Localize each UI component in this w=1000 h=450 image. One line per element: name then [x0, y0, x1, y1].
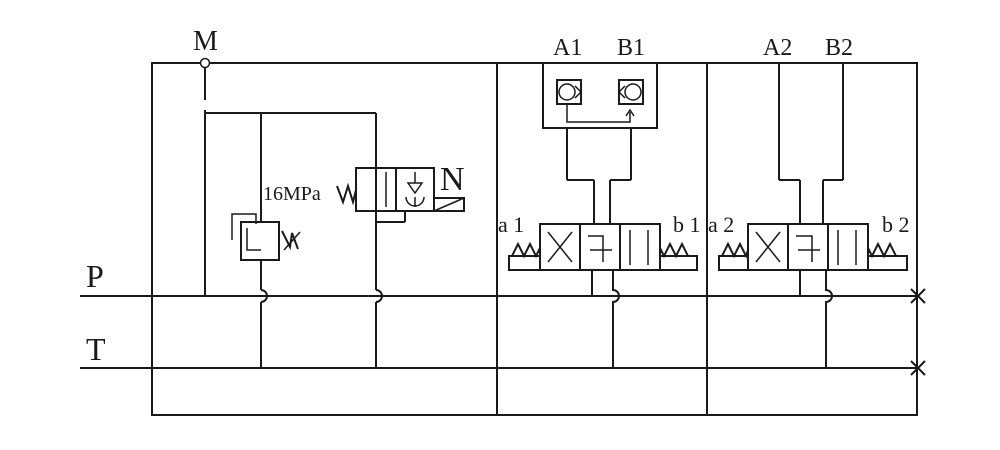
solenoid-valve-n [336, 167, 465, 212]
tank-main-line [80, 360, 926, 376]
solenoid-b1-label: b 1 [673, 212, 701, 237]
pressure-main-line [80, 288, 926, 304]
gauge-port-label: M [193, 26, 218, 57]
solenoid-a2-label: a 2 [708, 212, 734, 237]
port-b1-label: B1 [617, 35, 645, 61]
port-a1-label: A1 [553, 35, 582, 61]
relief-setting-label: 16MPa [263, 183, 321, 205]
solenoid-a1-label: a 1 [498, 212, 524, 237]
plug-t [910, 360, 926, 376]
relief-valve [231, 213, 301, 261]
tank-line-label: T [86, 331, 106, 367]
valve-n-label: N [440, 161, 465, 198]
inlet-section-piping [205, 112, 406, 368]
pressure-line-label: P [86, 258, 104, 294]
section-2-valve [718, 63, 908, 368]
port-b2-label: B2 [825, 35, 853, 61]
section-1-valve [508, 62, 698, 368]
gauge-port [199, 57, 211, 296]
port-a2-label: A2 [763, 35, 792, 61]
solenoid-b2-label: b 2 [882, 212, 910, 237]
manifold-frame [151, 62, 918, 416]
plug-p [910, 288, 926, 304]
